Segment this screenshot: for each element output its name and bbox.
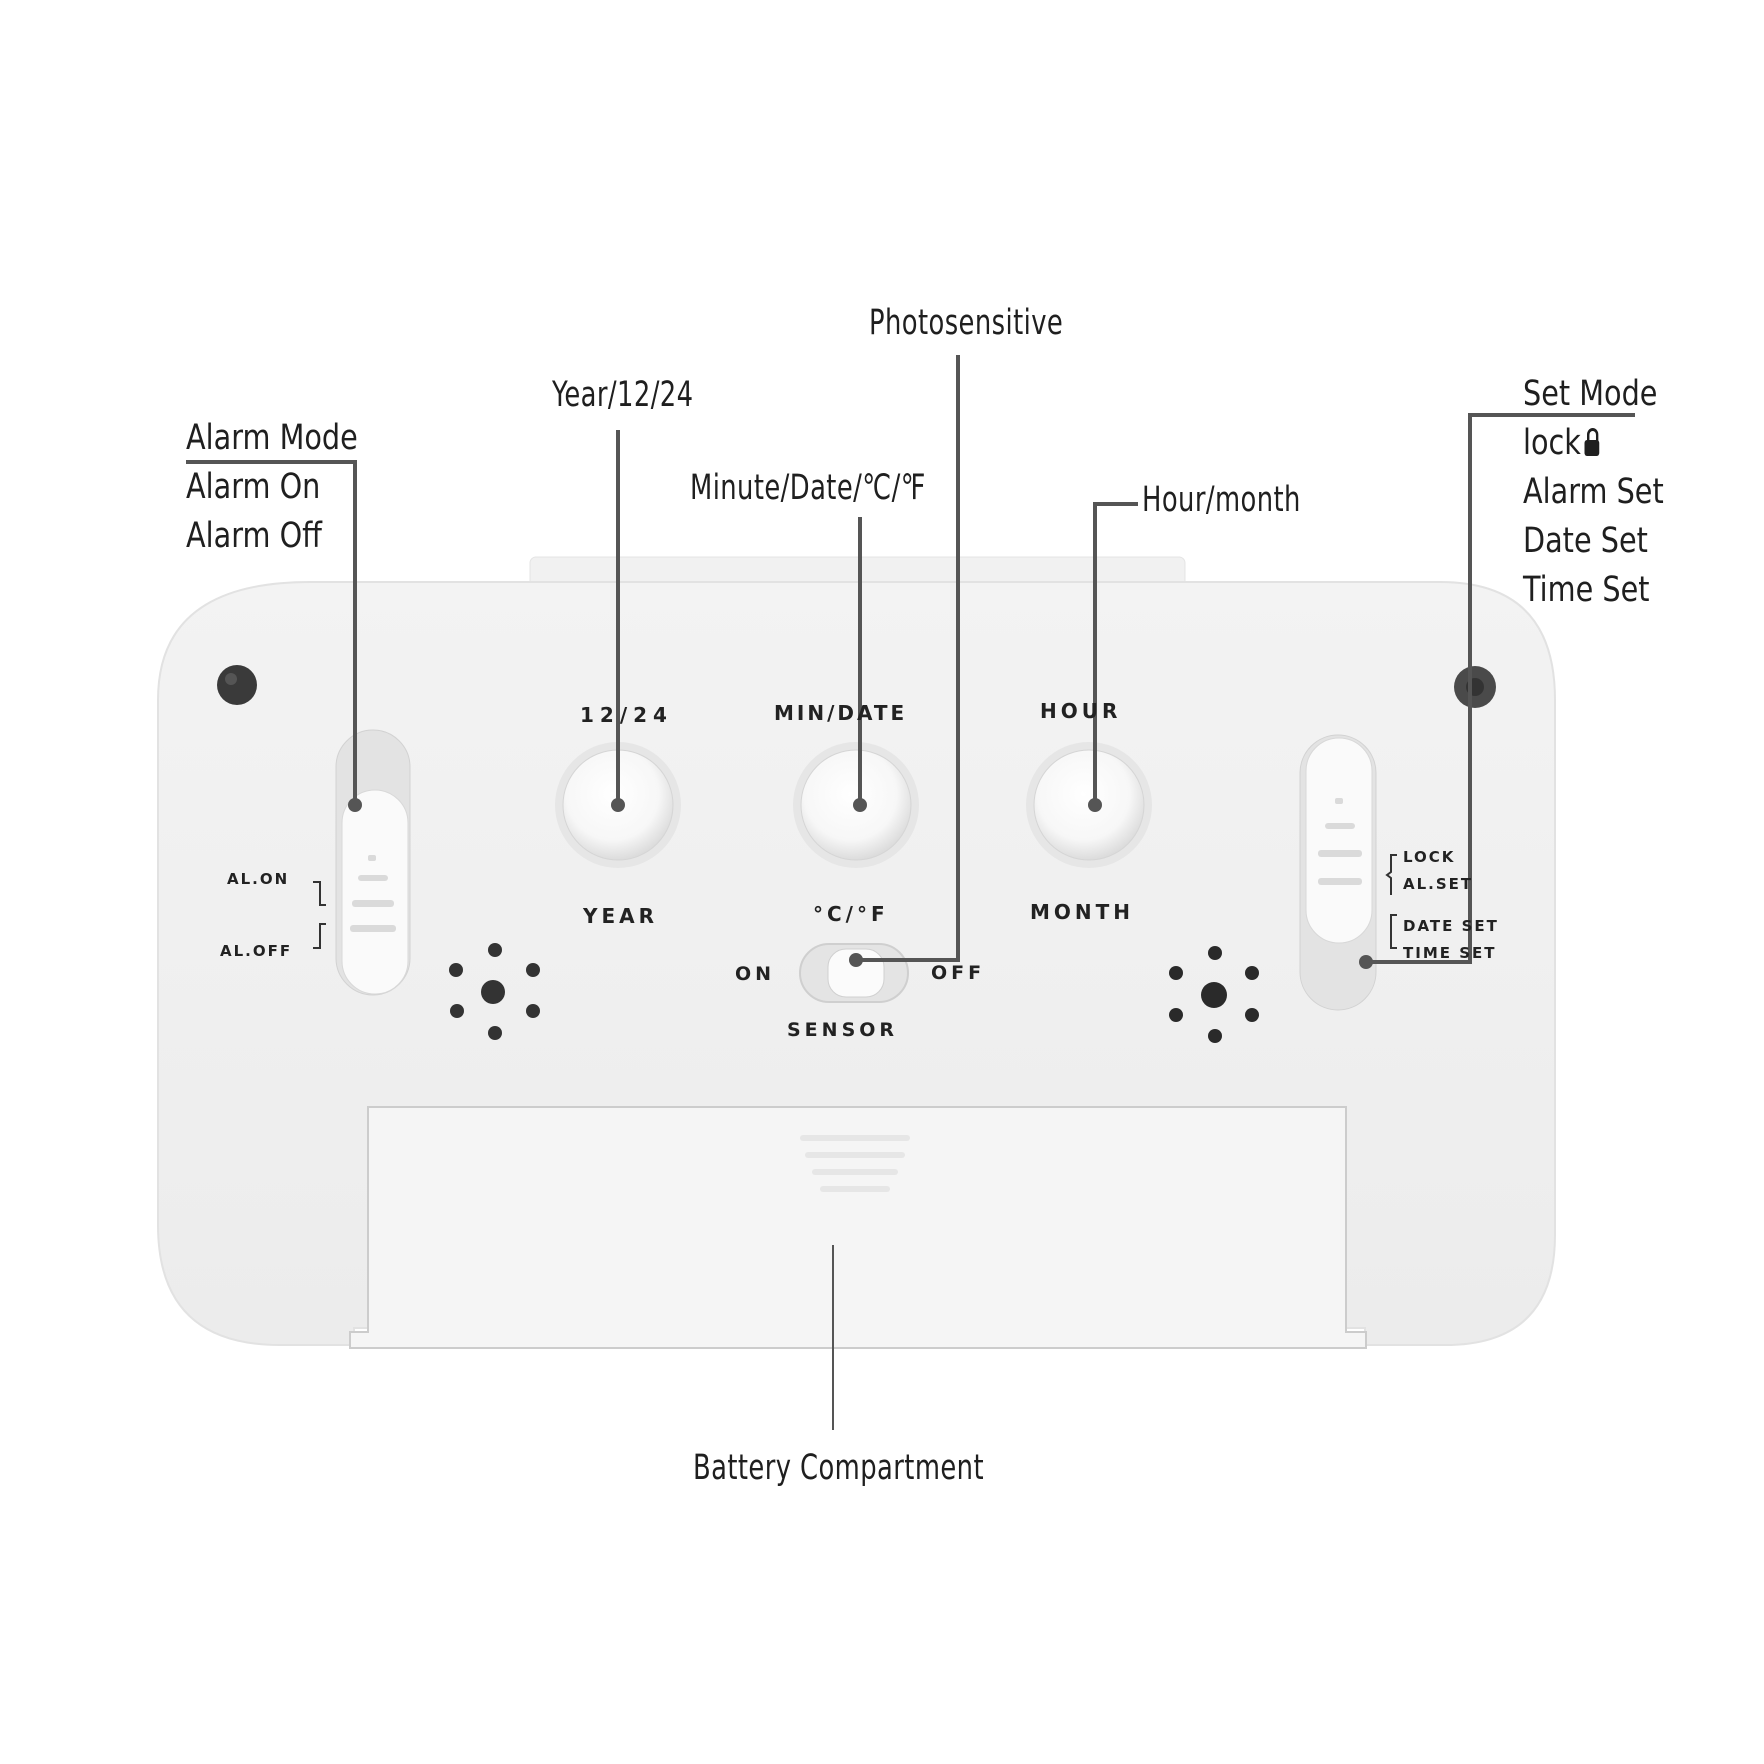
date-set-text: Date Set (1523, 521, 1648, 561)
year-callout-text: Year/12/24 (552, 375, 694, 415)
label-al-set: AL.SET (1403, 875, 1474, 893)
time-set-text: Time Set (1523, 570, 1650, 610)
hour-month-callout: Hour/month (1142, 480, 1336, 520)
lock-icon (1584, 428, 1599, 456)
speaker-grille-left (449, 943, 540, 1040)
photosensitive-callout: Photosensitive (869, 303, 1106, 343)
photosensitive-callout-text: Photosensitive (869, 303, 1064, 343)
speaker-grille-right (1169, 946, 1259, 1043)
label-year: YEAR (583, 904, 659, 928)
minute-date-callout-text: Minute/Date/℃/℉ (690, 468, 926, 508)
lock-text: lock (1523, 423, 1581, 463)
label-hour: HOUR (1040, 699, 1122, 723)
year-callout: Year/12/24 (552, 375, 725, 415)
label-al-on: AL.ON (227, 870, 290, 888)
leader-lines (186, 355, 1635, 1430)
label-celsius-fahrenheit: °C/°F (813, 902, 889, 926)
set-mode-callout: Set Mode lock Alarm Set Date Set Time Se… (1523, 370, 1695, 615)
alarm-mode-title: Alarm Mode (186, 418, 358, 458)
label-al-off: AL.OFF (220, 942, 293, 960)
battery-callout-text: Battery Compartment (693, 1448, 984, 1488)
label-sensor: SENSOR (787, 1019, 899, 1041)
minute-date-callout: Minute/Date/℃/℉ (690, 468, 978, 508)
alarm-switch-knob (341, 789, 409, 995)
set-mode-switch-knob (1305, 737, 1373, 944)
battery-cover-grip (800, 1135, 910, 1192)
battery-callout: Battery Compartment (693, 1448, 1048, 1488)
photosensitive-leader (856, 355, 960, 962)
label-month: MONTH (1030, 900, 1135, 924)
label-12-24: 12/24 (580, 703, 673, 727)
label-min-date: MIN/DATE (774, 701, 908, 725)
lock-line: lock (1523, 419, 1664, 468)
hour-month-leader (1093, 502, 1138, 805)
label-sensor-off: OFF (931, 962, 986, 984)
set-mode-leader (1366, 413, 1635, 964)
hour-month-callout-text: Hour/month (1142, 480, 1301, 520)
alarm-mode-leader (186, 460, 357, 805)
set-mode-title: Set Mode (1523, 374, 1658, 414)
alarm-mode-callout: Alarm Mode Alarm On Alarm Off (186, 414, 395, 561)
alarm-on-text: Alarm On (186, 467, 321, 507)
label-sensor-on: ON (735, 963, 776, 985)
label-time-set: TIME SET (1403, 944, 1497, 962)
battery-cover (349, 1106, 1367, 1349)
alarm-set-text: Alarm Set (1523, 472, 1664, 512)
label-lock: LOCK (1403, 848, 1456, 866)
label-date-set: DATE SET (1403, 917, 1499, 935)
alarm-off-text: Alarm Off (186, 516, 322, 556)
screw-hole-left (217, 665, 257, 705)
